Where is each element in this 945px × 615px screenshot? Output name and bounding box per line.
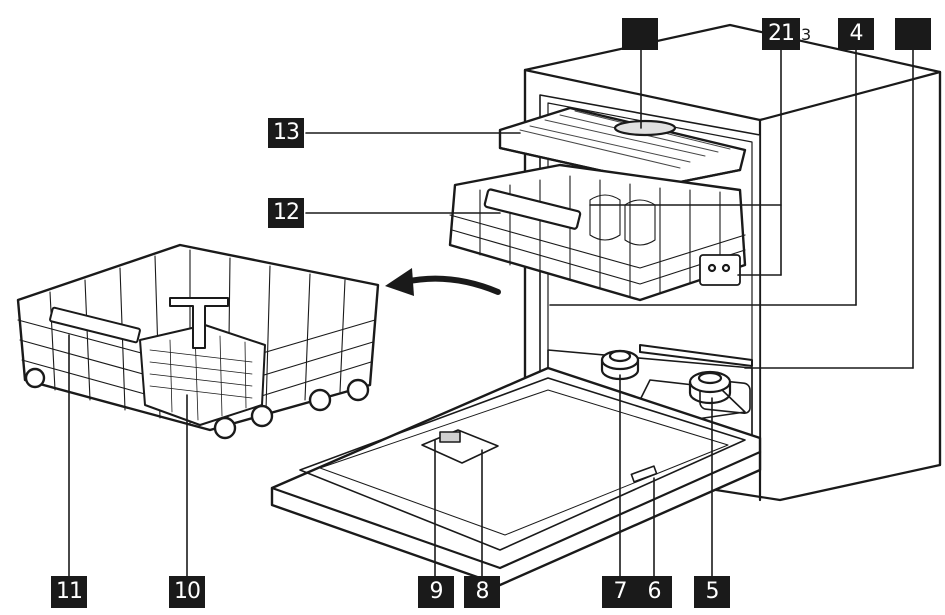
callout-5: 5 xyxy=(694,576,730,608)
callout-10: 10 xyxy=(169,576,205,608)
callout-8: 8 xyxy=(464,576,500,608)
dishwasher-door xyxy=(270,366,762,587)
cutlery-basket-10 xyxy=(139,297,266,426)
callout-6: 6 xyxy=(636,576,672,608)
detergent-dispenser xyxy=(421,429,499,464)
salt-cap-5 xyxy=(688,370,732,405)
callout-4: 4 xyxy=(838,18,874,50)
basket-wheels xyxy=(24,367,370,440)
callout-7: 7 xyxy=(602,576,638,608)
upper-basket xyxy=(448,163,747,302)
callout-3-fragment: 3 xyxy=(801,25,812,44)
callout-21: 21 xyxy=(762,18,800,50)
callout-13: 13 xyxy=(268,118,304,148)
callout-top-blank-right xyxy=(895,18,931,50)
filter-cap-7 xyxy=(600,349,640,381)
callout-9: 9 xyxy=(418,576,454,608)
pull-out-arrow xyxy=(385,268,501,296)
callout-12: 12 xyxy=(268,198,304,228)
callout-top-blank-left xyxy=(622,18,658,50)
leader-lines xyxy=(68,49,914,577)
callout-11: 11 xyxy=(51,576,87,608)
lower-basket xyxy=(16,243,380,440)
